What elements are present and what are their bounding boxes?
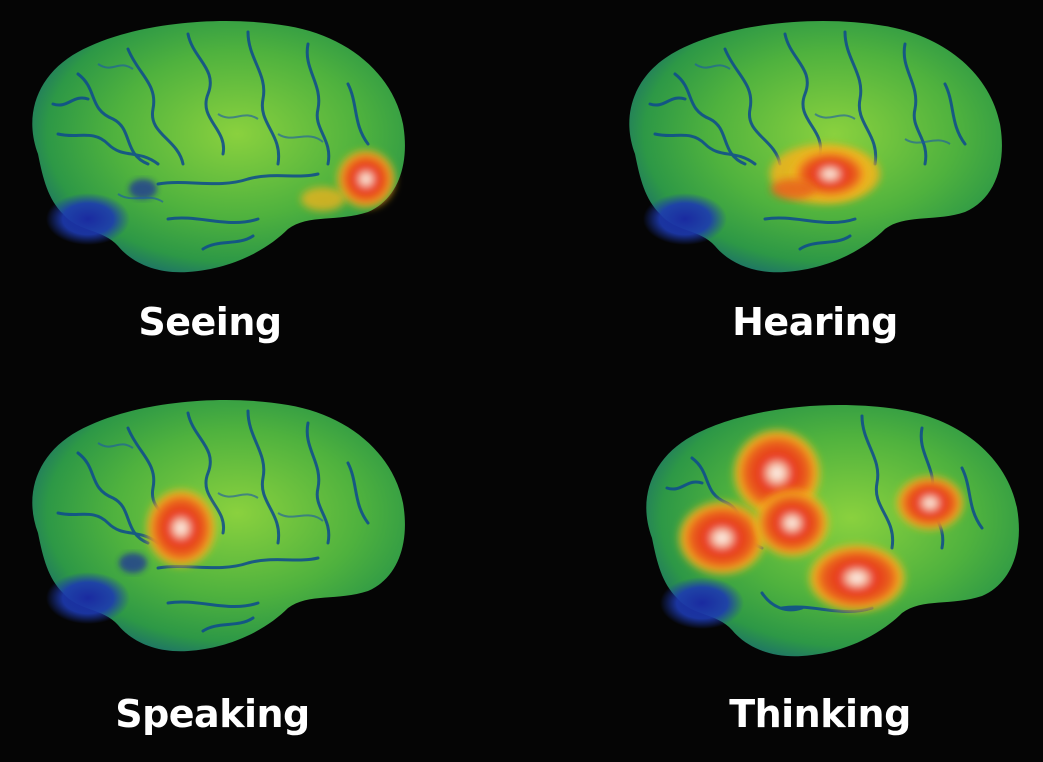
brain-scan-speaking (18, 393, 418, 658)
caption-speaking: Speaking (115, 692, 310, 736)
caption-seeing: Seeing (138, 300, 282, 344)
caption-hearing: Hearing (732, 300, 898, 344)
brain-scan-hearing (615, 14, 1015, 279)
caption-thinking: Thinking (729, 692, 911, 736)
brain-scan-thinking (632, 398, 1032, 668)
brain-scan-seeing (18, 14, 418, 279)
